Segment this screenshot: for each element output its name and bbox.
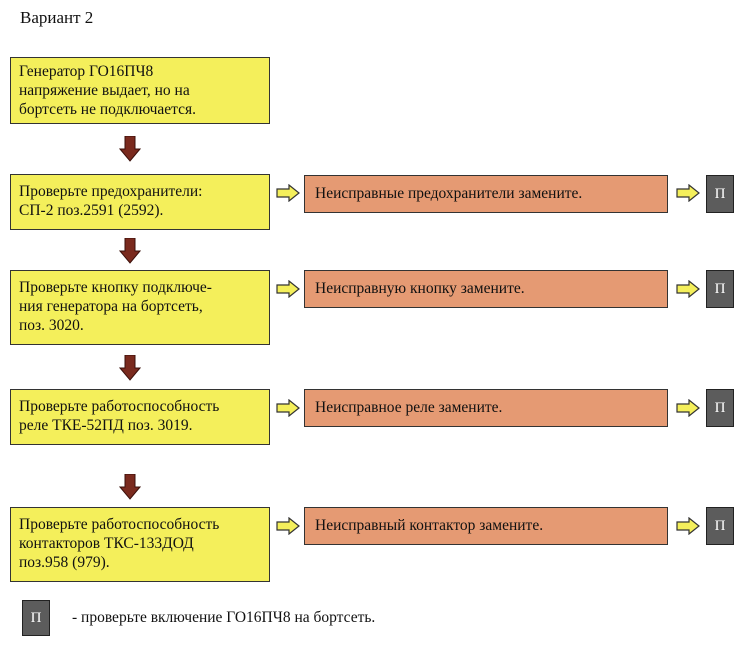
legend-text: - проверьте включение ГО16ПЧ8 на бортсет… [72,609,376,626]
check-box-2: Проверьте кнопку подключе- ния генератор… [10,270,270,345]
check-box-3: Проверьте работоспособность реле ТКЕ-52П… [10,389,270,445]
action-box-3: Неисправное реле замените. [304,389,668,427]
start-line: бортсеть не подключается. [19,101,197,118]
right-arrow-icon [676,517,700,535]
action-box-1: Неисправные предохранители замените. [304,175,668,213]
check-line: Проверьте работоспособность [19,398,220,415]
check-line: контакторов ТКС-133ДОД [19,535,194,552]
check-line: ния генератора на бортсеть, [19,298,203,315]
check-line: поз. 3020. [19,317,84,334]
legend-symbol: П [22,600,50,636]
ref-box-3: П [706,389,734,427]
check-line: Проверьте работоспособность [19,516,220,533]
right-arrow-icon [276,280,300,298]
down-arrow-icon [119,136,141,162]
check-box-4: Проверьте работоспособность контакторов … [10,507,270,582]
check-line: реле ТКЕ-52ПД поз. 3019. [19,417,193,434]
right-arrow-icon [276,517,300,535]
check-line: Проверьте предохранители: [19,183,203,200]
action-box-4: Неисправный контактор замените. [304,507,668,545]
start-box: Генератор ГО16ПЧ8 напряжение выдает, но … [10,57,270,124]
down-arrow-icon [119,238,141,264]
right-arrow-icon [676,280,700,298]
right-arrow-icon [676,184,700,202]
right-arrow-icon [276,184,300,202]
ref-box-1: П [706,175,734,213]
check-box-1: Проверьте предохранители: СП-2 поз.2591 … [10,174,270,230]
right-arrow-icon [676,399,700,417]
down-arrow-icon [119,355,141,381]
right-arrow-icon [276,399,300,417]
ref-box-4: П [706,507,734,545]
check-line: СП-2 поз.2591 (2592). [19,202,164,219]
start-line: напряжение выдает, но на [19,82,190,99]
start-line: Генератор ГО16ПЧ8 [19,63,154,80]
diagram-title: Вариант 2 [20,8,94,27]
check-line: поз.958 (979). [19,554,110,571]
ref-box-2: П [706,270,734,308]
action-box-2: Неисправную кнопку замените. [304,270,668,308]
check-line: Проверьте кнопку подключе- [19,279,212,296]
down-arrow-icon [119,474,141,500]
